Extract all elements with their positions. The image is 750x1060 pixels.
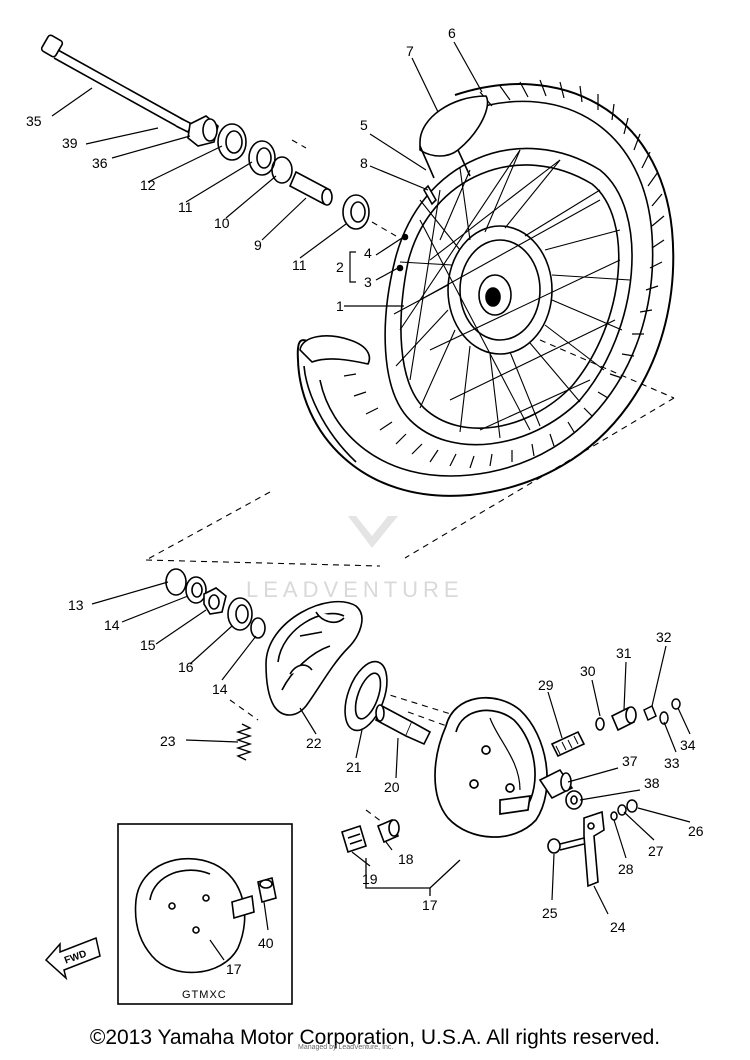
adjuster-hardware <box>643 698 681 725</box>
leadventure-watermark: LEADVENTURE <box>246 516 464 602</box>
callout-11-lower: 11 <box>292 257 307 273</box>
pivot-collar <box>538 768 574 800</box>
return-spring <box>235 723 253 761</box>
callout-23: 23 <box>160 733 176 749</box>
bearing-left <box>217 123 247 161</box>
bracket-17 <box>365 858 461 896</box>
callout-32: 32 <box>656 629 672 645</box>
brake-washer-a <box>185 576 207 604</box>
callout-25: 25 <box>542 905 558 921</box>
callout-24: 24 <box>610 919 626 935</box>
callout-4: 4 <box>364 245 372 261</box>
fwd-arrow-icon: FWD <box>44 936 101 981</box>
panel-plate <box>341 824 367 854</box>
callout-5: 5 <box>360 117 368 133</box>
brake-circlip <box>165 568 187 596</box>
spacer <box>187 115 219 147</box>
tire-outer <box>296 83 675 497</box>
callout-34: 34 <box>680 737 696 753</box>
inset-label: GTMXC <box>182 989 227 1001</box>
inner-tube <box>419 95 489 157</box>
callout-19: 19 <box>362 871 378 887</box>
callout-18: 18 <box>398 851 414 867</box>
callout-36: 36 <box>92 155 108 171</box>
callout-15: 15 <box>140 637 156 653</box>
brake-camshaft <box>374 704 432 746</box>
wheel-assembly <box>296 79 675 497</box>
wheel-exploded-view: LEADVENTURE <box>26 25 704 1005</box>
copyright-footer: ©2013 Yamaha Motor Corporation, U.S.A. A… <box>89 1026 661 1049</box>
brake-panel <box>434 697 548 838</box>
adjuster-screw <box>550 730 586 758</box>
callout-33: 33 <box>664 755 680 771</box>
callout-numbers: 35 39 36 12 11 10 9 11 6 7 5 8 4 2 3 1 1… <box>26 25 704 1001</box>
callout-9: 9 <box>254 237 262 253</box>
callout-29: 29 <box>538 677 554 693</box>
spokes <box>393 149 631 439</box>
adjuster-sleeve <box>610 706 637 732</box>
callout-13: 13 <box>68 597 84 613</box>
pivot-nut <box>565 790 583 810</box>
axle <box>40 34 194 134</box>
oil-seal-left <box>248 140 276 176</box>
callout-3: 3 <box>364 274 372 290</box>
callout-21: 21 <box>346 759 362 775</box>
callout-14-upper: 14 <box>104 617 120 633</box>
hub <box>447 225 553 355</box>
brake-arm <box>583 810 605 888</box>
collar <box>288 170 333 206</box>
footer-subtext: Managed by LeadVenture, Inc. <box>298 1044 394 1051</box>
callout-30: 30 <box>580 663 596 679</box>
callout-35: 35 <box>26 113 42 129</box>
callout-26: 26 <box>688 823 704 839</box>
brake-shoe <box>265 600 363 716</box>
brake-seal <box>227 597 253 631</box>
arm-bolt <box>547 837 585 854</box>
bearing-right <box>342 194 370 230</box>
leader-lines <box>51 41 691 961</box>
callout-38: 38 <box>644 775 660 791</box>
callout-10: 10 <box>214 215 230 231</box>
callout-7: 7 <box>406 43 414 59</box>
adjuster-washer <box>595 717 605 731</box>
callout-1: 1 <box>336 298 344 314</box>
rim <box>384 147 633 446</box>
callout-40: 40 <box>258 935 274 951</box>
callout-6: 6 <box>448 25 456 41</box>
brake-washer-b <box>250 617 266 639</box>
callout-22: 22 <box>306 735 322 751</box>
arm-hardware <box>610 799 638 821</box>
callout-2: 2 <box>336 259 344 275</box>
callout-37: 37 <box>622 753 638 769</box>
brake-lockwasher <box>203 587 227 615</box>
callout-11-upper: 11 <box>178 199 193 215</box>
callout-12: 12 <box>140 177 156 193</box>
gtmxc-inset <box>117 823 293 1005</box>
watermark-text: LEADVENTURE <box>246 577 464 602</box>
callout-31: 31 <box>616 645 632 661</box>
callout-17: 17 <box>422 897 438 913</box>
inset-brake-panel <box>134 857 246 974</box>
callout-8: 8 <box>360 155 368 171</box>
panel-bushing <box>376 818 400 844</box>
callout-39: 39 <box>62 135 78 151</box>
callout-17-inset: 17 <box>226 961 242 977</box>
callout-20: 20 <box>384 779 400 795</box>
tire-cross-section <box>299 335 371 365</box>
callout-16: 16 <box>178 659 194 675</box>
callout-14-lower: 14 <box>212 681 228 697</box>
circlip <box>271 156 293 184</box>
callout-28: 28 <box>618 861 634 877</box>
callout-27: 27 <box>648 843 664 859</box>
